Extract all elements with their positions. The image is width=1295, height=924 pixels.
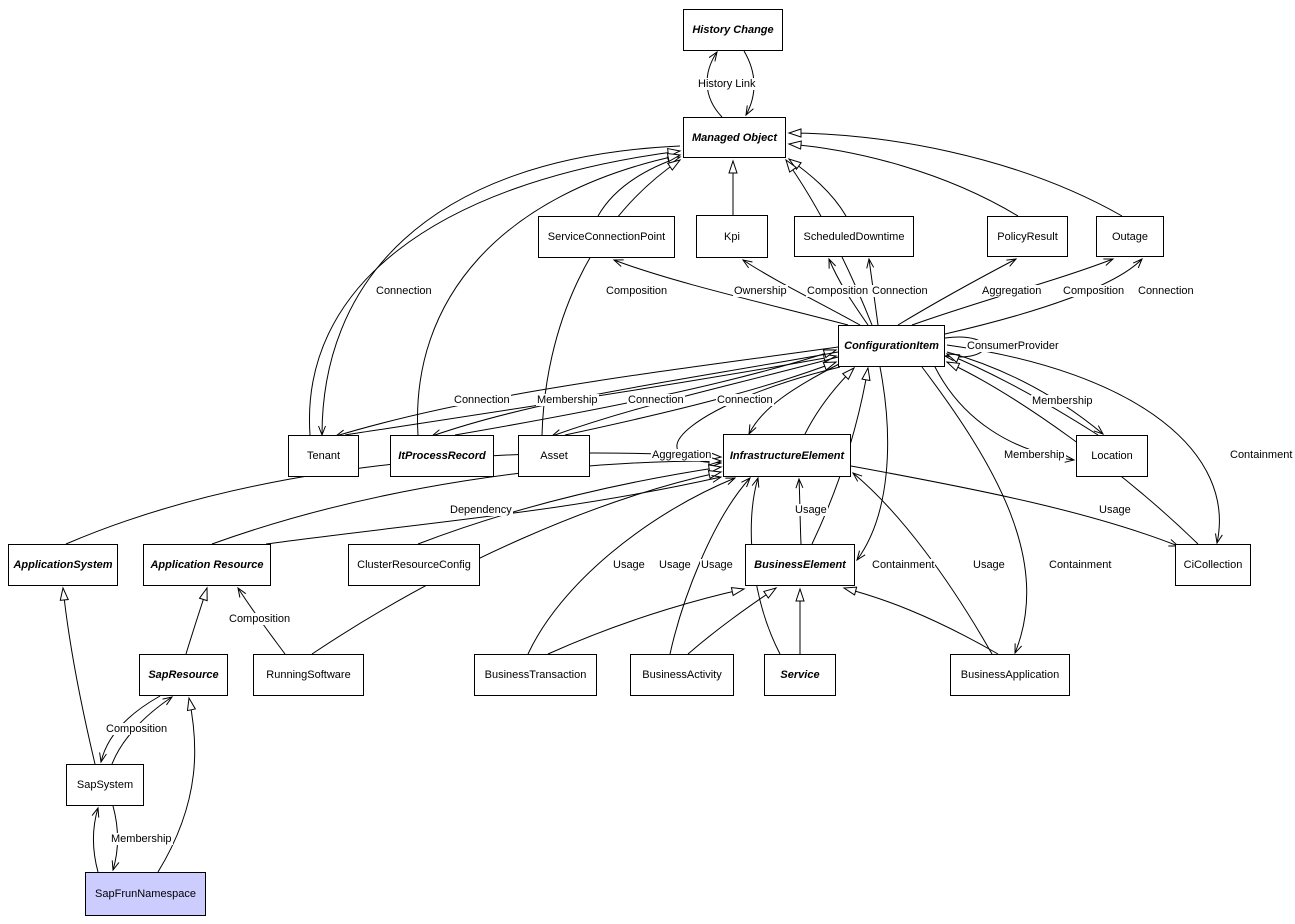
edge-label: Membership xyxy=(1031,395,1094,407)
node-location[interactable]: Location xyxy=(1076,435,1148,477)
edge-inh-applicationresource-infrastructureelement xyxy=(211,456,723,545)
edge-inh-asset-managed-object xyxy=(541,159,682,436)
edge-inh-itprocessrecord-managed-object xyxy=(417,152,682,436)
edge-label: ConsumerProvider xyxy=(966,340,1060,352)
node-kpi[interactable]: Kpi xyxy=(696,215,768,258)
edge-inh-outage-managed-object xyxy=(787,128,1123,217)
node-business-activity[interactable]: BusinessActivity xyxy=(630,654,734,696)
edge-inh-applicationsystem-infrastructureelement xyxy=(65,451,723,545)
edge-label: Connection xyxy=(716,394,774,406)
edge-inh-tenant-managed-object xyxy=(308,147,682,436)
edge-assoc-ownership-kpi xyxy=(741,259,861,326)
node-service-connection-point[interactable]: ServiceConnectionPoint xyxy=(538,216,675,258)
edge-assoc-connection-tenant-mo xyxy=(318,145,681,437)
edge-assoc-membership-sapsystem-a xyxy=(91,806,100,873)
edge-label: Usage xyxy=(700,559,734,571)
node-infrastructure-element[interactable]: InfrastructureElement xyxy=(723,434,851,477)
edge-assoc-containment-cicollection xyxy=(946,344,1223,545)
edge-label: Membership xyxy=(1003,449,1066,461)
edge-inh-runningsoftware-infrastructureelement xyxy=(311,470,723,655)
edge-assoc-usage-businessapplication-ie xyxy=(851,472,993,655)
node-outage[interactable]: Outage xyxy=(1096,216,1164,257)
node-sap-resource[interactable]: SapResource xyxy=(139,654,228,696)
node-business-element[interactable]: BusinessElement xyxy=(745,544,855,586)
edge-label: Containment xyxy=(1048,559,1113,571)
node-managed-object[interactable]: Managed Object xyxy=(683,117,786,158)
edge-label: Composition xyxy=(228,613,292,625)
edge-label: Usage xyxy=(1098,504,1132,516)
edge-assoc-usage-businesstransaction-ie xyxy=(527,477,737,655)
edge-inh-asset-configurationitem xyxy=(564,361,838,436)
edge-assoc-connection-outage xyxy=(944,258,1143,335)
edge-label: Usage xyxy=(612,559,646,571)
edge-label: Usage xyxy=(658,559,692,571)
edge-inh-sapsystem-applicationsystem xyxy=(59,586,96,765)
edge-label: Dependency xyxy=(449,504,513,516)
edge-label: Containment xyxy=(871,559,936,571)
node-ci-collection[interactable]: CiCollection xyxy=(1175,544,1251,586)
node-scheduled-downtime[interactable]: ScheduledDowntime xyxy=(794,216,914,257)
edge-inh-scp-managed-object xyxy=(597,156,682,217)
node-application-resource[interactable]: Application Resource xyxy=(143,544,271,586)
edge-inh-sapresource-applicationresource xyxy=(185,586,208,655)
node-asset[interactable]: Asset xyxy=(518,435,590,477)
edge-label: Membership xyxy=(536,394,599,406)
node-service[interactable]: Service xyxy=(764,654,836,696)
node-application-system[interactable]: ApplicationSystem xyxy=(8,544,118,586)
node-business-application[interactable]: BusinessApplication xyxy=(950,654,1070,696)
edge-assoc-usage-cicollection xyxy=(850,465,1180,547)
edge-inh-location-configurationitem xyxy=(945,353,1099,436)
edge-label: Connection xyxy=(627,394,685,406)
edge-assoc-connection-asset xyxy=(550,356,839,437)
edge-assoc-aggregation-policyresult xyxy=(897,258,1018,326)
edge-assoc-composition-scp xyxy=(612,259,849,326)
edge-assoc-containment-businesselement xyxy=(856,366,889,562)
edge-inh-clusterresourceconfig-infrastructureelement xyxy=(417,464,723,545)
edge-label: Usage xyxy=(972,559,1006,571)
node-tenant[interactable]: Tenant xyxy=(288,435,359,477)
edge-label: Composition xyxy=(105,723,169,735)
edge-inh-cicollection-configurationitem xyxy=(945,361,1199,545)
edge-label: Composition xyxy=(806,285,870,297)
node-sap-system[interactable]: SapSystem xyxy=(66,764,144,806)
edge-assoc-containment-businessapplication xyxy=(921,366,1028,655)
edge-assoc-membership-itprocessrecord xyxy=(430,351,839,437)
edge-label: History Link xyxy=(697,78,757,90)
edge-label: Composition xyxy=(1062,285,1126,297)
edge-label: Connection xyxy=(871,285,929,297)
node-history-change[interactable]: History Change xyxy=(683,9,783,51)
edge-inh-tenant-configurationitem xyxy=(344,353,838,436)
node-configuration-item[interactable]: ConfigurationItem xyxy=(838,325,945,367)
edge-label: Composition xyxy=(605,285,669,297)
edge-label: Connection xyxy=(1137,285,1195,297)
edge-label: Containment xyxy=(1229,449,1294,461)
edge-inh-businesstransaction-businesselement xyxy=(547,587,746,655)
node-running-software[interactable]: RunningSoftware xyxy=(253,654,364,696)
edges-group xyxy=(59,50,1223,873)
edge-assoc-connection-tenant-ci xyxy=(334,346,839,438)
node-policy-result[interactable]: PolicyResult xyxy=(987,216,1068,257)
node-it-process-record[interactable]: ItProcessRecord xyxy=(390,435,494,477)
edge-label: Aggregation xyxy=(981,285,1043,297)
edge-label: Membership xyxy=(110,833,173,845)
edge-inh-sapfrunnamespace-sapresource xyxy=(157,696,197,873)
node-business-transaction[interactable]: BusinessTransaction xyxy=(474,654,597,696)
edge-assoc-membership-location-top xyxy=(946,351,1105,435)
edge-label: Connection xyxy=(375,285,433,297)
edge-inh-businessactivity-businesselement xyxy=(687,587,778,655)
node-cluster-resource-config[interactable]: ClusterResourceConfig xyxy=(348,544,480,586)
edge-inh-infrastructureelement-configurationitem xyxy=(804,366,856,435)
edge-inh-sdt-managed-object xyxy=(787,158,847,217)
node-sap-frun-namespace[interactable]: SapFrunNamespace xyxy=(85,872,206,916)
edge-label: Usage xyxy=(794,504,828,516)
edge-label: Connection xyxy=(453,394,511,406)
edge-label: Ownership xyxy=(733,285,788,297)
edge-inh-policyresult-managed-object xyxy=(787,140,1019,217)
edge-label: Aggregation xyxy=(651,449,713,461)
edge-inh-businessapplication-businesselement xyxy=(842,586,999,655)
